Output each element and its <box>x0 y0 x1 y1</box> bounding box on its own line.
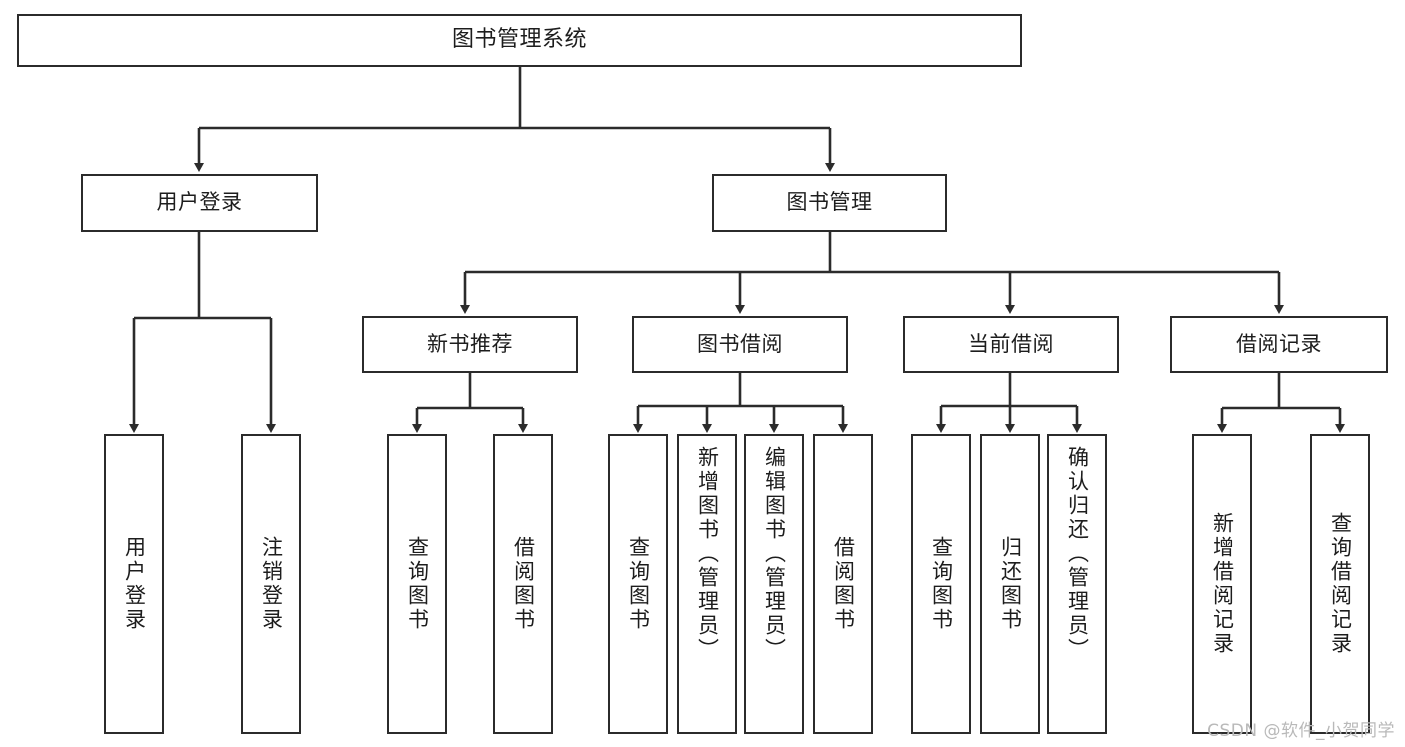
node-label: 用户登录 <box>156 190 243 215</box>
node-book-manage[interactable]: 图书管理 <box>712 174 947 232</box>
leaf-confirm-return-admin[interactable]: 确认归还（管理员） <box>1047 434 1107 734</box>
node-label: 查询图书 <box>626 536 651 632</box>
node-label: 编辑图书（管理员） <box>762 446 787 662</box>
leaf-query-book-current[interactable]: 查询图书 <box>911 434 971 734</box>
leaf-user-login[interactable]: 用户登录 <box>104 434 164 734</box>
leaf-return-book[interactable]: 归还图书 <box>980 434 1040 734</box>
node-label: 图书管理系统 <box>451 27 587 53</box>
leaf-edit-book-admin[interactable]: 编辑图书（管理员） <box>744 434 804 734</box>
node-label: 查询图书 <box>405 536 430 632</box>
node-label: 查询图书 <box>929 536 954 632</box>
node-label: 新增图书（管理员） <box>695 446 720 662</box>
node-new-book-recommend[interactable]: 新书推荐 <box>362 316 578 373</box>
node-label: 借阅图书 <box>511 536 536 632</box>
node-label: 新书推荐 <box>427 331 513 356</box>
leaf-query-book-borrow[interactable]: 查询图书 <box>608 434 668 734</box>
node-label: 确认归还（管理员） <box>1065 446 1090 662</box>
node-label: 注销登录 <box>259 536 284 632</box>
leaf-add-book-admin[interactable]: 新增图书（管理员） <box>677 434 737 734</box>
leaf-borrow-book[interactable]: 借阅图书 <box>813 434 873 734</box>
leaf-query-borrow-record[interactable]: 查询借阅记录 <box>1310 434 1370 734</box>
node-label: 当前借阅 <box>968 331 1054 356</box>
node-system-root[interactable]: 图书管理系统 <box>17 14 1022 67</box>
node-user-login[interactable]: 用户登录 <box>81 174 318 232</box>
node-label: 归还图书 <box>998 536 1023 632</box>
node-label: 借阅图书 <box>831 536 856 632</box>
node-current-borrow[interactable]: 当前借阅 <box>903 316 1119 373</box>
node-label: 新增借阅记录 <box>1210 512 1235 656</box>
node-borrow-record[interactable]: 借阅记录 <box>1170 316 1388 373</box>
leaf-query-book-recommend[interactable]: 查询图书 <box>387 434 447 734</box>
node-label: 借阅记录 <box>1236 331 1322 356</box>
leaf-borrow-book-recommend[interactable]: 借阅图书 <box>493 434 553 734</box>
leaf-logout-login[interactable]: 注销登录 <box>241 434 301 734</box>
node-label: 查询借阅记录 <box>1328 512 1353 656</box>
leaf-add-borrow-record[interactable]: 新增借阅记录 <box>1192 434 1252 734</box>
node-book-borrow[interactable]: 图书借阅 <box>632 316 848 373</box>
csdn-watermark: CSDN @软件_小贺同学 <box>1207 721 1395 741</box>
node-label: 用户登录 <box>122 536 147 632</box>
node-label: 图书借阅 <box>697 331 783 356</box>
node-label: 图书管理 <box>786 190 873 215</box>
